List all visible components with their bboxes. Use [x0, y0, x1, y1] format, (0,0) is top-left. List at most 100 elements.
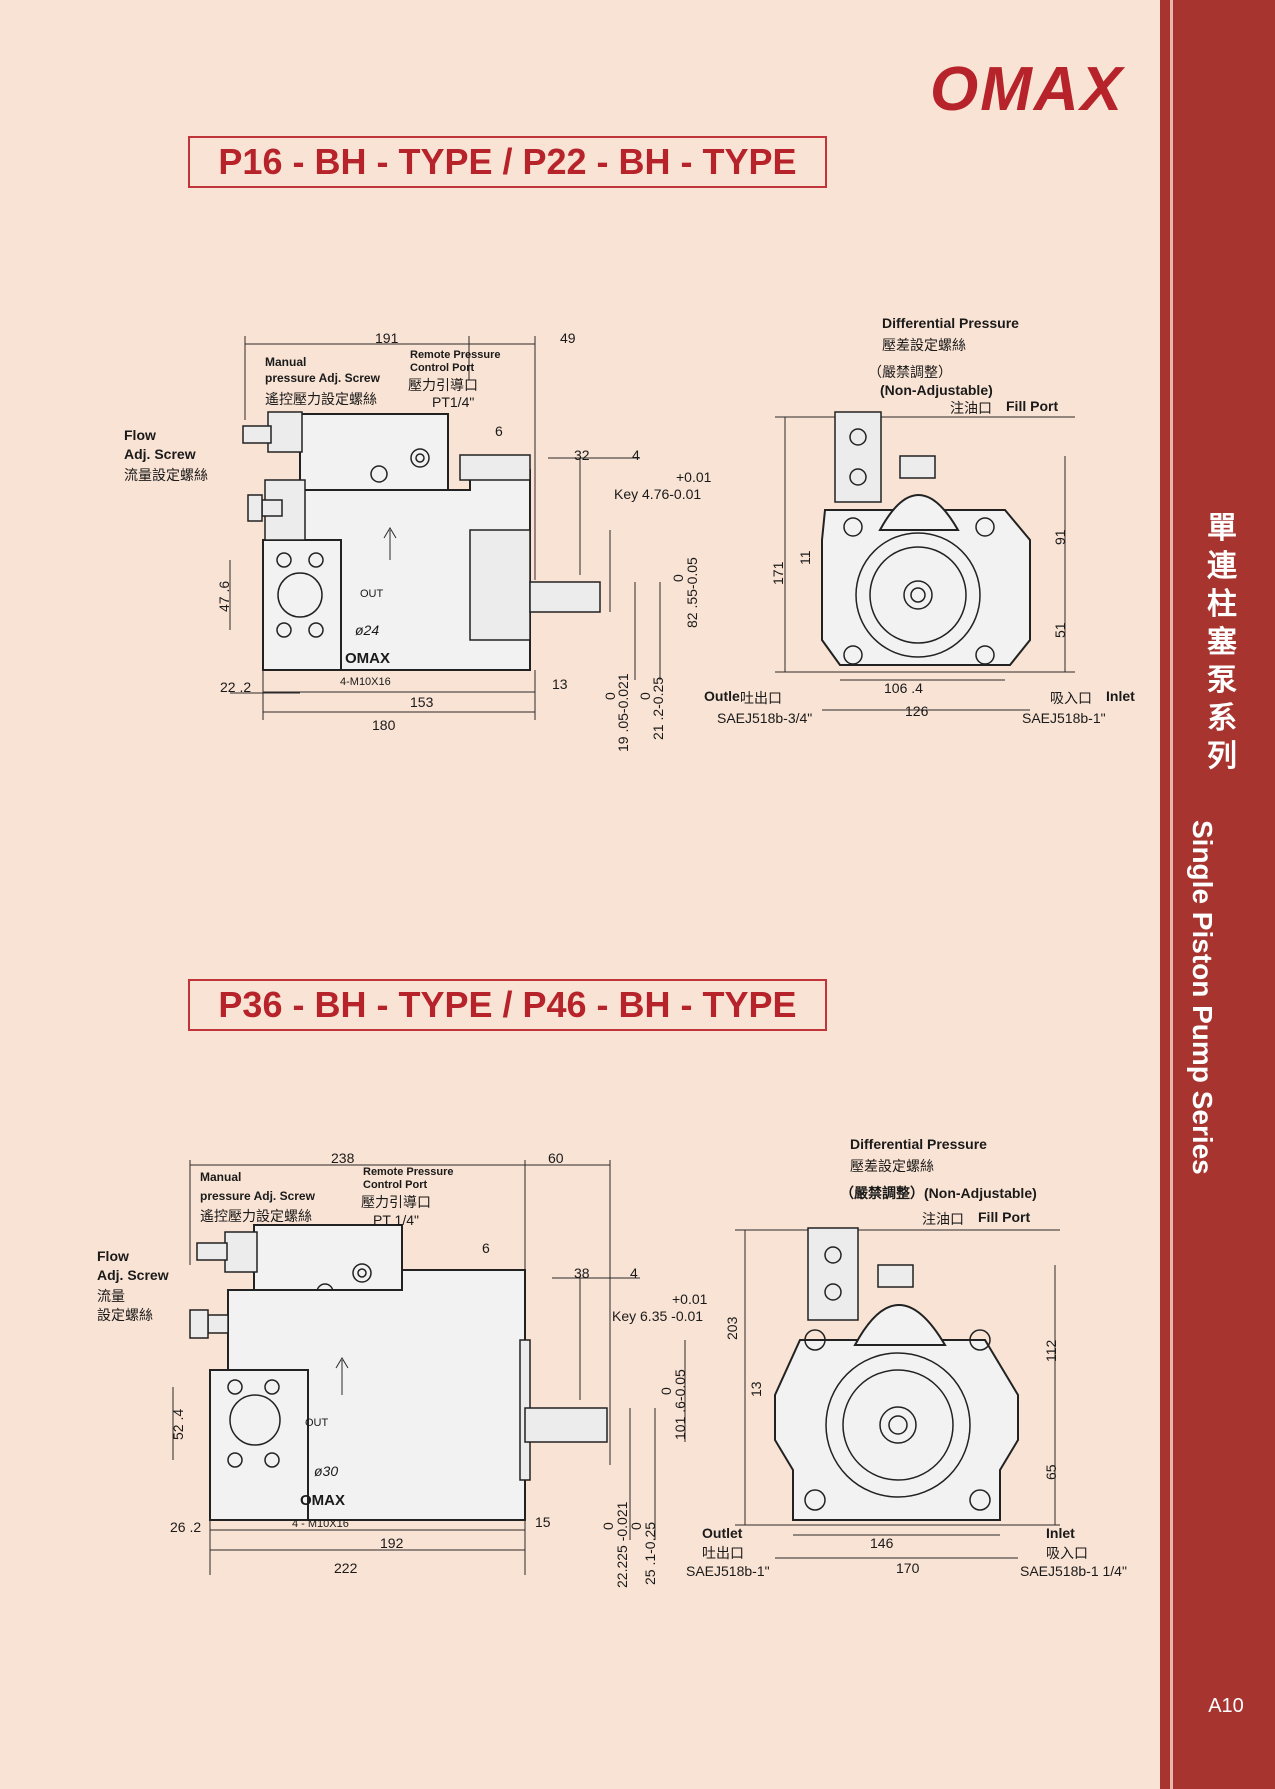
pump1-side-view [229, 336, 661, 720]
key-size: Key 6.35 -0.01 [612, 1308, 704, 1324]
section1-title: P16 - BH - TYPE / P22 - BH - TYPE [188, 136, 827, 188]
dim-180: 180 [372, 717, 396, 733]
remote-port-size: PT1/4" [432, 394, 475, 410]
remote-port-size: PT 1/4" [373, 1212, 419, 1228]
dim-112: 112 [1043, 1339, 1059, 1362]
inlet-en: Inlet [1106, 688, 1135, 704]
outlet-zh: 吐出口 [702, 1545, 744, 1561]
remote-port-en-2: Control Port [410, 362, 475, 374]
dim-170: 170 [896, 1560, 920, 1576]
bore-diameter: ø24 [355, 622, 380, 638]
technical-drawings [172, 336, 1075, 1575]
shaft-21-2-tol: 0 [637, 692, 653, 700]
shaft-101-6-tol: 0 [658, 1387, 674, 1395]
pump2-side-view [172, 1160, 686, 1575]
inlet-zh: 吸入口 [1046, 1545, 1088, 1561]
flow-screw-zh-1: 流量 [97, 1288, 125, 1304]
flow-screw-en-2: Adj. Screw [97, 1267, 169, 1283]
bolt-spec: 4-M10X16 [340, 676, 391, 688]
dim-4: 4 [632, 447, 640, 463]
remote-port-en-1: Remote Pressure [363, 1166, 454, 1178]
body-logo: OMAX [300, 1492, 345, 1509]
outlet-spec: SAEJ518b-1" [686, 1563, 770, 1579]
remote-port-en-2: Control Port [363, 1179, 428, 1191]
fill-port-zh: 注油口 [950, 400, 992, 416]
dim-192: 192 [380, 1535, 404, 1551]
manual-adj-zh: 遙控壓力設定螺絲 [265, 391, 377, 407]
dim-106-4: 106 .4 [884, 680, 923, 696]
dim-6: 6 [495, 423, 503, 439]
diff-pressure-zh: 壓差設定螺絲 [850, 1158, 934, 1174]
dim-126: 126 [905, 703, 929, 719]
dim-4: 4 [630, 1265, 638, 1281]
sidebar-band [1160, 0, 1275, 1789]
key-size: Key 4.76-0.01 [614, 486, 702, 502]
diff-pressure-en: Differential Pressure [850, 1136, 987, 1152]
out-label: OUT [360, 588, 384, 600]
flow-screw-en-1: Flow [124, 427, 156, 443]
dim-60: 60 [548, 1150, 564, 1166]
dim-222: 222 [334, 1560, 358, 1576]
dim-146: 146 [870, 1535, 894, 1551]
dim-91: 91 [1052, 529, 1068, 545]
sidebar-zh-title: 單連柱塞泵系列 [1207, 511, 1237, 774]
flow-screw-zh: 流量設定螺絲 [124, 467, 208, 483]
diff-pressure-zh: 壓差設定螺絲 [882, 337, 966, 353]
shaft-82-55-tol: 0 [670, 574, 686, 582]
non-adjustable-en: (Non-Adjustable) [880, 382, 993, 398]
fill-port-en: Fill Port [1006, 398, 1059, 414]
shaft-82-55: 82 .55-0.05 [684, 557, 700, 628]
dim-171: 171 [770, 561, 786, 585]
dim-26-2: 26 .2 [170, 1519, 202, 1535]
dim-11: 11 [797, 550, 813, 565]
dim-13: 13 [748, 1381, 764, 1397]
bolt-spec: 4 - M10X16 [292, 1518, 349, 1530]
pump2-front-view [735, 1227, 1060, 1559]
manual-adj-en-2: pressure Adj. Screw [265, 371, 380, 385]
shaft-22-225-tol: 0 [600, 1522, 616, 1530]
non-adjustable-zh: （嚴禁調整） [868, 364, 952, 380]
body-logo: OMAX [345, 650, 390, 667]
dim-203: 203 [724, 1316, 740, 1340]
dim-65: 65 [1043, 1464, 1059, 1480]
pump1-front-view [775, 411, 1075, 711]
flow-screw-zh-2: 設定螺絲 [97, 1307, 153, 1323]
shaft-21-2: 21 .2-0.25 [650, 676, 666, 740]
dim-22-2: 22 .2 [220, 679, 252, 695]
manual-adj-en-1: Manual [200, 1170, 242, 1184]
dim-15: 15 [535, 1514, 551, 1530]
non-adjustable: （嚴禁調整）(Non-Adjustable) [840, 1185, 1037, 1201]
shaft-19-05: 19 .05-0.021 [615, 673, 631, 752]
manual-adj-zh: 遙控壓力設定螺絲 [200, 1208, 312, 1224]
outlet-en: Outlet [702, 1525, 743, 1541]
dim-51: 51 [1052, 622, 1068, 638]
sidebar-en-title: Single Piston Pump Series [1187, 820, 1218, 1175]
key-tolerance: +0.01 [676, 469, 712, 485]
dim-38: 38 [574, 1265, 590, 1281]
fill-port-en: Fill Port [978, 1209, 1031, 1225]
outlet-en: Outle [704, 688, 740, 704]
fill-port-zh: 注油口 [922, 1211, 964, 1227]
shaft-101-6: 101 .6-0.05 [672, 1369, 688, 1440]
remote-port-en-1: Remote Pressure [410, 349, 501, 361]
inlet-spec: SAEJ518b-1" [1022, 710, 1106, 726]
bore-diameter: ø30 [314, 1463, 339, 1479]
section2-title: P36 - BH - TYPE / P46 - BH - TYPE [188, 979, 827, 1031]
dim-153: 153 [410, 694, 434, 710]
sidebar-stripe [1170, 0, 1173, 1789]
dim-47-6: 47 .6 [216, 580, 232, 612]
key-tolerance: +0.01 [672, 1291, 708, 1307]
shaft-25-1: 25 .1-0.25 [642, 1521, 658, 1585]
inlet-zh: 吸入口 [1050, 690, 1092, 706]
manual-adj-en-1: Manual [265, 355, 307, 369]
dim-52-4: 52 .4 [170, 1408, 186, 1440]
dim-32: 32 [574, 447, 590, 463]
remote-port-zh: 壓力引導口 [361, 1194, 431, 1210]
outlet-spec: SAEJ518b-3/4" [717, 710, 813, 726]
dim-238: 238 [331, 1150, 355, 1166]
flow-screw-en-1: Flow [97, 1248, 129, 1264]
inlet-en: Inlet [1046, 1525, 1075, 1541]
dim-6: 6 [482, 1240, 490, 1256]
shaft-25-1-tol: 0 [628, 1522, 644, 1530]
inlet-spec: SAEJ518b-1 1/4" [1020, 1563, 1127, 1579]
